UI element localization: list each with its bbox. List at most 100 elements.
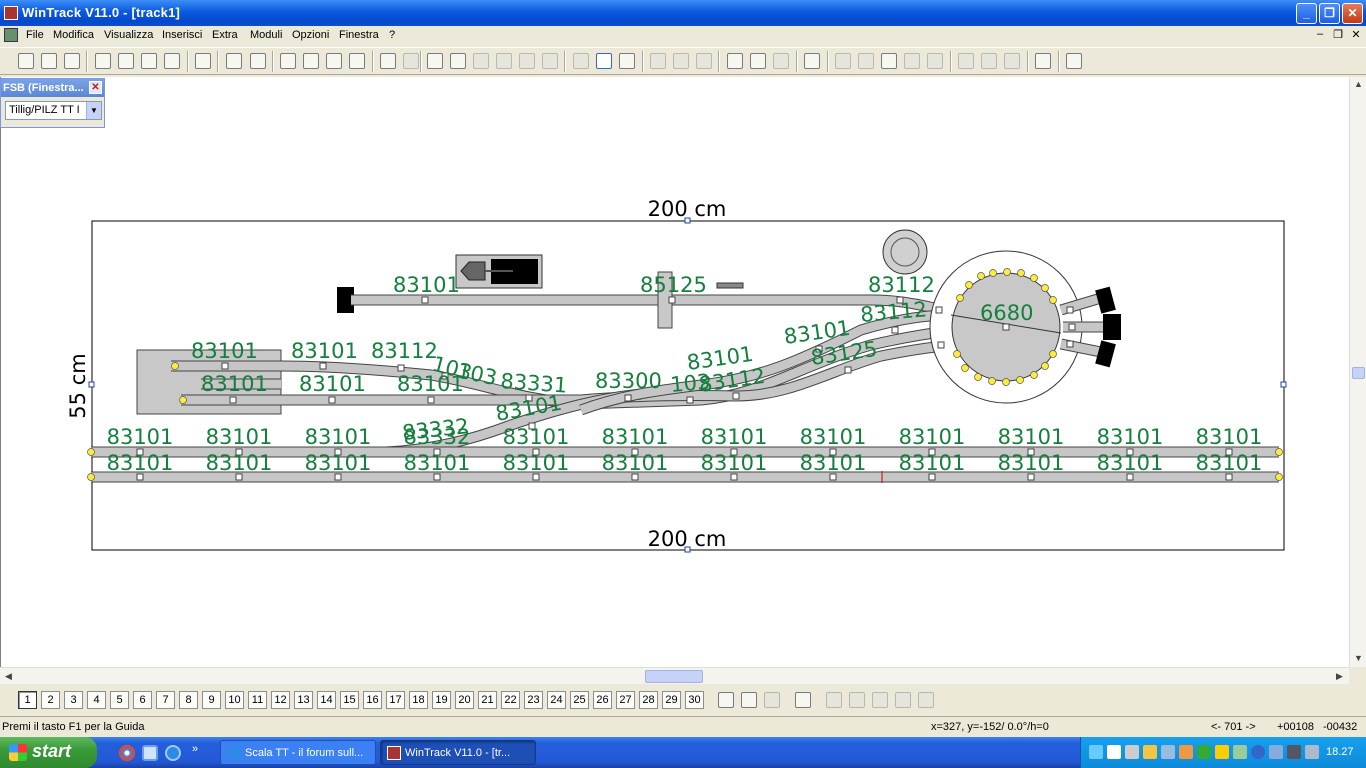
layers-color-icon[interactable] — [718, 692, 734, 708]
battery-icon[interactable] — [1233, 745, 1247, 759]
network-icon[interactable] — [1089, 745, 1103, 759]
properties-icon[interactable] — [427, 53, 443, 69]
save-icon[interactable] — [64, 53, 80, 69]
scroll-up-icon[interactable]: ▲ — [1354, 79, 1363, 89]
layer-button-27[interactable]: 27 — [616, 691, 635, 709]
flex-track-icon[interactable] — [619, 53, 635, 69]
document-icon[interactable] — [4, 28, 18, 42]
copy-icon[interactable] — [519, 53, 535, 69]
minimize-button[interactable]: _ — [1296, 3, 1317, 24]
view-1-icon[interactable] — [826, 692, 842, 708]
menu-opzioni[interactable]: Opzioni — [292, 29, 330, 41]
layer-button-23[interactable]: 23 — [524, 691, 543, 709]
task-wintrack[interactable]: WinTrack V11.0 - [tr... — [380, 740, 536, 765]
layer-visibility-icon[interactable] — [741, 692, 757, 708]
layer-button-20[interactable]: 20 — [455, 691, 474, 709]
doc-restore-button[interactable]: ❐ — [1333, 29, 1343, 41]
menu-finestra[interactable]: Finestra — [339, 29, 379, 41]
layer-button-3[interactable]: 3 — [64, 691, 83, 709]
ie-icon[interactable] — [165, 745, 181, 761]
layer-lock-icon[interactable] — [764, 692, 780, 708]
layer-button-14[interactable]: 14 — [317, 691, 336, 709]
fsb-close-button[interactable]: ✕ — [89, 81, 102, 94]
track-tool-d-icon[interactable] — [927, 53, 943, 69]
layer-button-29[interactable]: 29 — [662, 691, 681, 709]
print-preview-icon[interactable] — [95, 53, 111, 69]
layer-button-24[interactable]: 24 — [547, 691, 566, 709]
zoom-fit-icon[interactable] — [349, 53, 365, 69]
undo-icon[interactable] — [380, 53, 396, 69]
update-icon[interactable] — [1179, 745, 1193, 759]
volume-icon[interactable] — [1107, 745, 1121, 759]
layer-button-28[interactable]: 28 — [639, 691, 658, 709]
layer-button-9[interactable]: 9 — [202, 691, 221, 709]
remote-icon[interactable] — [1305, 745, 1319, 759]
layer-button-4[interactable]: 4 — [87, 691, 106, 709]
new-file-icon[interactable] — [18, 53, 34, 69]
layer-button-22[interactable]: 22 — [501, 691, 520, 709]
layer-button-10[interactable]: 10 — [225, 691, 244, 709]
vertical-scroll-thumb[interactable] — [1352, 367, 1365, 379]
layer-button-12[interactable]: 12 — [271, 691, 290, 709]
restore-button[interactable]: ❐ — [1319, 3, 1340, 24]
scroll-right-icon[interactable]: ▶ — [1336, 671, 1343, 681]
context-help-icon[interactable] — [1066, 53, 1082, 69]
view-5-icon[interactable] — [918, 692, 934, 708]
height-tool-c-icon[interactable] — [1004, 53, 1020, 69]
zoom-in-icon[interactable] — [303, 53, 319, 69]
task-forum[interactable]: Scala TT - il forum sull... — [220, 740, 376, 765]
print-icon[interactable] — [118, 53, 134, 69]
straight-tool-icon[interactable] — [881, 53, 897, 69]
usb-icon[interactable] — [1125, 745, 1139, 759]
layer-button-18[interactable]: 18 — [409, 691, 428, 709]
library-icon[interactable] — [195, 53, 211, 69]
horizontal-scroll-thumb[interactable] — [645, 670, 703, 683]
height-tool-a-icon[interactable] — [958, 53, 974, 69]
calculator-icon[interactable] — [164, 53, 180, 69]
doc-close-button[interactable]: ✕ — [1351, 29, 1361, 41]
view-2-icon[interactable] — [849, 692, 865, 708]
cut-icon[interactable] — [496, 53, 512, 69]
layer-button-21[interactable]: 21 — [478, 691, 497, 709]
track-tool-b-icon[interactable] — [858, 53, 874, 69]
chrome-icon[interactable] — [119, 745, 135, 761]
parts-list-icon[interactable] — [226, 53, 242, 69]
menu-visualizza[interactable]: Visualizza — [104, 29, 154, 41]
insert-part-icon[interactable] — [450, 53, 466, 69]
bluetooth-icon[interactable] — [1251, 745, 1265, 759]
layer-button-6[interactable]: 6 — [133, 691, 152, 709]
rotate-180-icon[interactable] — [773, 53, 789, 69]
switch-icon[interactable] — [573, 53, 589, 69]
layer-button-1[interactable]: 1 — [18, 691, 37, 709]
scroll-down-icon[interactable]: ▼ — [1354, 653, 1363, 663]
messenger-icon[interactable] — [1215, 745, 1229, 759]
redo-icon[interactable] — [403, 53, 419, 69]
layer-button-8[interactable]: 8 — [179, 691, 198, 709]
wintrack-app-icon[interactable] — [4, 6, 18, 20]
view-3-icon[interactable] — [872, 692, 888, 708]
monitor-icon[interactable] — [1287, 745, 1301, 759]
track-tool-a-icon[interactable] — [835, 53, 851, 69]
doc-minimize-button[interactable]: – — [1316, 28, 1324, 40]
move-icon[interactable] — [727, 53, 743, 69]
display-icon[interactable] — [1269, 745, 1283, 759]
layer-button-19[interactable]: 19 — [432, 691, 451, 709]
print-setup-icon[interactable] — [141, 53, 157, 69]
scroll-left-icon[interactable]: ◀ — [5, 671, 12, 681]
layer-button-17[interactable]: 17 — [386, 691, 405, 709]
fit-layout-icon[interactable] — [1035, 53, 1051, 69]
zoom-out-icon[interactable] — [280, 53, 296, 69]
bring-front-icon[interactable] — [673, 53, 689, 69]
menu-extra[interactable]: Extra — [212, 29, 238, 41]
layer-button-16[interactable]: 16 — [363, 691, 382, 709]
close-button[interactable]: ✕ — [1342, 3, 1363, 24]
connect-icon[interactable] — [804, 53, 820, 69]
landscape-icon[interactable] — [250, 53, 266, 69]
desktop-icon[interactable] — [142, 745, 158, 761]
menu-file[interactable]: File — [26, 29, 44, 41]
layer-stack-icon[interactable] — [795, 692, 811, 708]
menu-inserisci[interactable]: Inserisci — [162, 29, 203, 41]
fsb-title[interactable]: FSB (Finestra... — [1, 79, 104, 97]
antivirus-icon[interactable] — [1197, 745, 1211, 759]
layer-button-2[interactable]: 2 — [41, 691, 60, 709]
